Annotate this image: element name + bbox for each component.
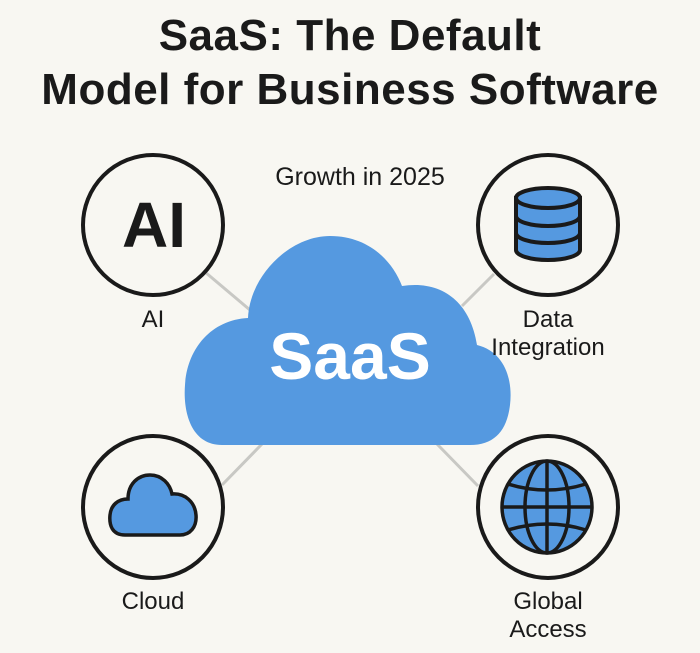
ai-text-icon: AI	[122, 189, 186, 261]
cloud-circle	[81, 434, 225, 580]
connector-data	[460, 272, 496, 308]
ai-circle	[81, 153, 225, 297]
data-circle	[476, 153, 620, 297]
global-access-label-line1: Global	[513, 588, 583, 615]
database-icon	[514, 186, 582, 262]
data-integration-label: Data Integration	[448, 306, 648, 362]
connector-cloud	[220, 442, 264, 487]
cloud-icon	[108, 473, 198, 537]
title-line-2: Model for Business Software	[41, 65, 659, 114]
ai-label: AI	[141, 306, 165, 333]
global-circle	[476, 434, 620, 580]
global-access-label-line2: Access	[509, 616, 587, 643]
global-access-label: Global Access	[448, 588, 648, 644]
cloud-label: Cloud	[121, 588, 185, 615]
globe-icon	[500, 459, 594, 555]
data-integration-label-line1: Data	[522, 306, 574, 333]
connector-global	[435, 442, 480, 488]
subtitle: Growth in 2025	[275, 163, 445, 191]
saas-label: SaaS	[269, 319, 431, 393]
saas-cloud-icon	[184, 236, 511, 445]
data-integration-label-line2: Integration	[491, 334, 605, 361]
title-line-1: SaaS: The Default	[158, 11, 542, 60]
connector-ai	[204, 270, 251, 312]
connectors	[204, 270, 496, 488]
